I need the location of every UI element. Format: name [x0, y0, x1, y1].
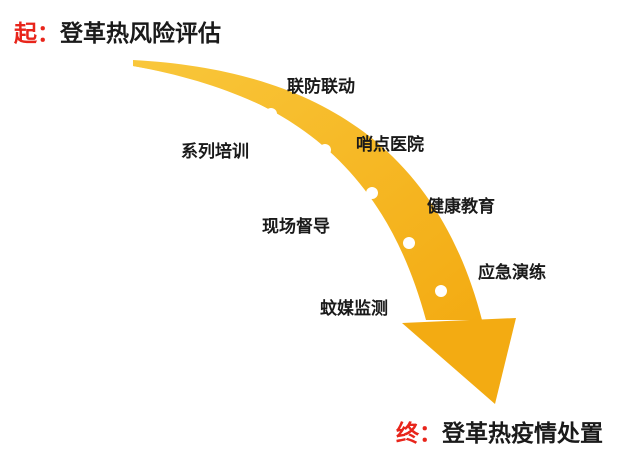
- milestone-dot: [435, 285, 447, 297]
- flow-arrow-head: [402, 318, 516, 404]
- flow-arrow-shaft: [133, 60, 482, 320]
- step-label: 哨点医院: [356, 135, 424, 155]
- milestone-dot: [366, 187, 378, 199]
- step-label: 联防联动: [287, 77, 355, 97]
- milestone-dot: [265, 108, 277, 120]
- end-marker: 终：: [396, 421, 442, 447]
- milestone-dots: [265, 108, 447, 297]
- start-label: 登革热风险评估: [60, 21, 221, 47]
- step-label: 健康教育: [427, 197, 495, 217]
- start-marker: 起：: [14, 21, 60, 47]
- milestone-dot: [319, 144, 331, 156]
- end-label: 登革热疫情处置: [442, 421, 603, 447]
- milestone-dot: [403, 237, 415, 249]
- start-heading: 起：登革热风险评估: [14, 14, 221, 48]
- step-label: 系列培训: [181, 142, 249, 162]
- step-label: 蚊媒监测: [320, 299, 388, 319]
- end-heading: 终：登革热疫情处置: [396, 414, 603, 448]
- step-label: 现场督导: [262, 217, 330, 237]
- step-label: 应急演练: [478, 263, 546, 283]
